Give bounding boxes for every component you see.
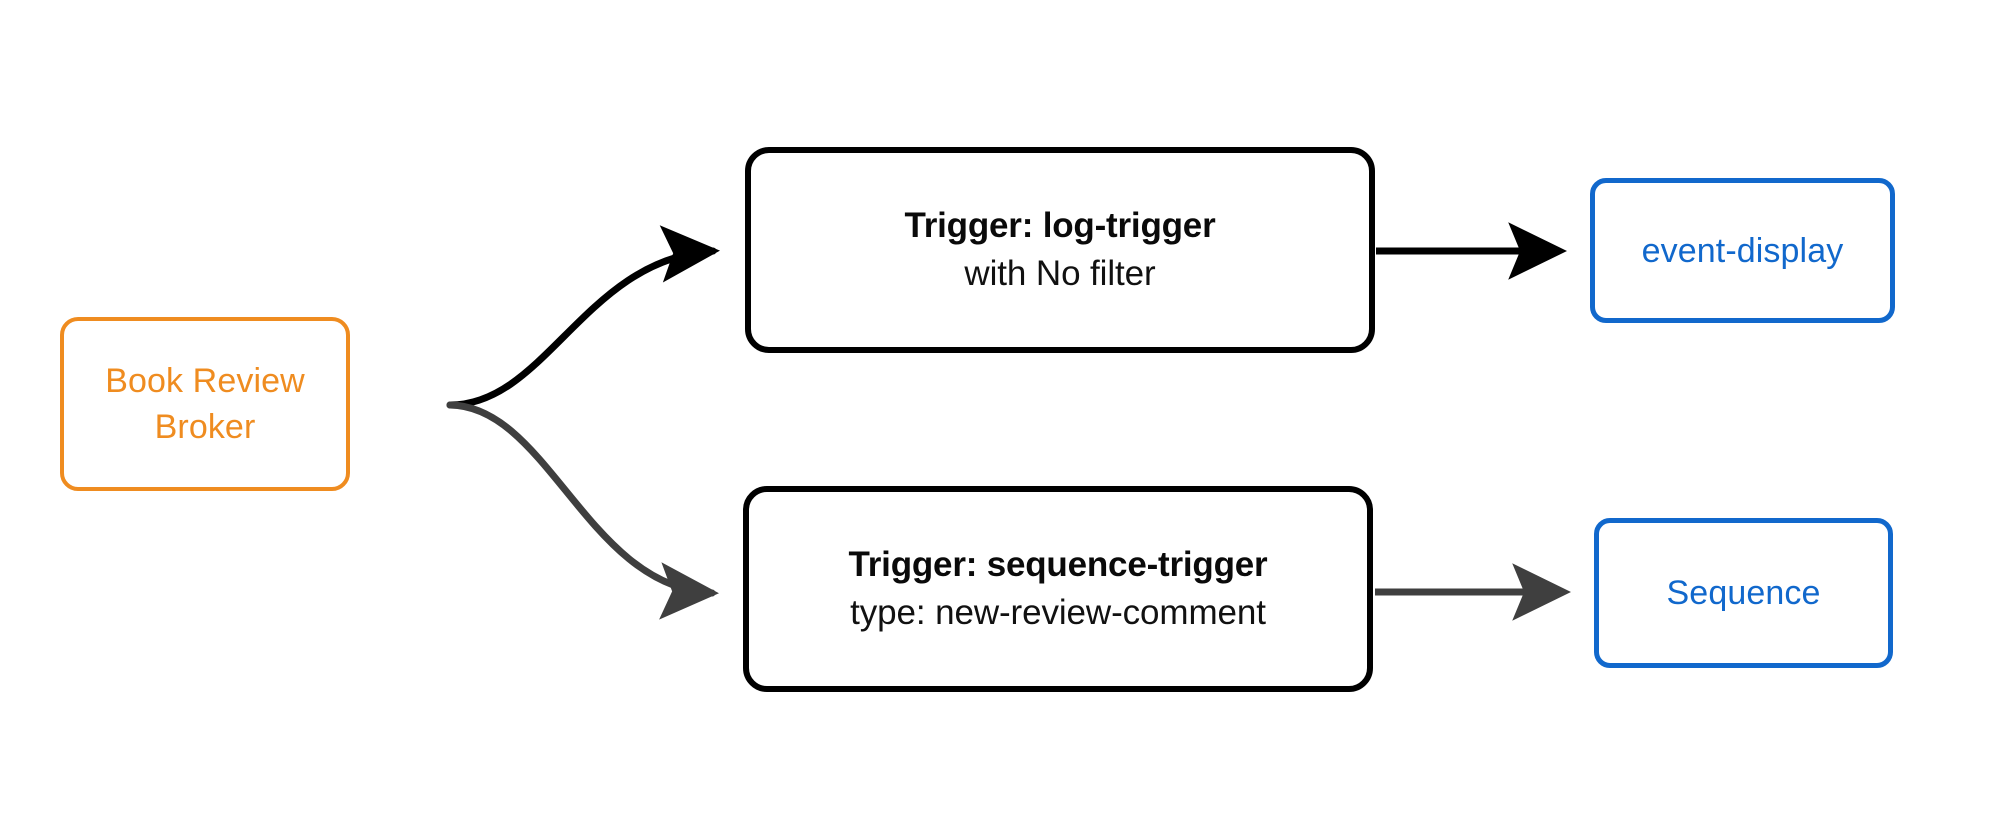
trigger-sequence-subtitle: type: new-review-comment — [850, 593, 1266, 632]
node-book-review-broker[interactable]: Book Review Broker — [60, 317, 350, 491]
trigger-log-subtitle: with No filter — [964, 254, 1156, 293]
node-trigger-log-trigger[interactable]: Trigger: log-trigger with No filter — [745, 147, 1375, 353]
node-sink-event-display[interactable]: event-display — [1590, 178, 1895, 323]
sink-sequence-label: Sequence — [1666, 574, 1821, 612]
sink-event-display-label: event-display — [1641, 231, 1844, 270]
edge-broker-to-sequence-trigger — [446, 401, 719, 620]
broker-label-line1: Book Review — [105, 362, 305, 400]
edge-broker-to-log-trigger — [446, 225, 720, 409]
node-sink-sequence[interactable]: Sequence — [1594, 518, 1893, 668]
trigger-sequence-title: Trigger: sequence-trigger — [848, 545, 1268, 584]
trigger-log-title: Trigger: log-trigger — [904, 206, 1216, 245]
node-trigger-sequence-trigger[interactable]: Trigger: sequence-trigger type: new-revi… — [743, 486, 1373, 692]
broker-label-line2: Broker — [154, 408, 256, 446]
